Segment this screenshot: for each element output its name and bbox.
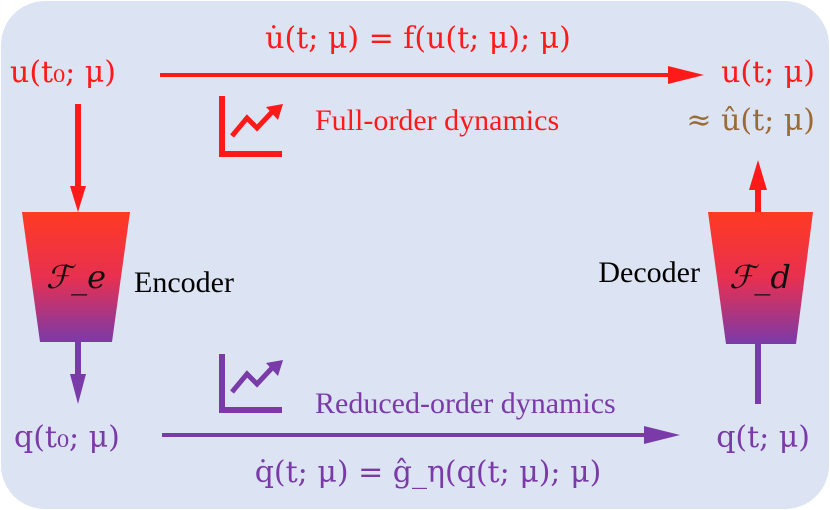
decoder-output-arrow-head	[749, 160, 767, 190]
encoder-input-arrow-head	[70, 186, 86, 212]
reduced-order-label: Reduced-order dynamics	[315, 387, 616, 420]
full-order-final-state: u(t; μ)	[721, 55, 815, 90]
decoder-symbol: ℱ_d	[729, 258, 791, 296]
decoder-trapezoid	[708, 212, 813, 344]
full-order-equation: u̇(t; μ) = f(u(t; μ); μ)	[265, 21, 571, 56]
full-order-label: Full-order dynamics	[315, 104, 559, 137]
full-order-initial-state: u(t₀; μ)	[10, 55, 116, 90]
encoder-output-arrow-head	[70, 374, 86, 404]
encoder-trapezoid	[22, 212, 130, 342]
full-order-arrow-head	[668, 66, 704, 84]
encoder-symbol: ℱ_e	[46, 258, 106, 296]
reduced-order-equation: q̇(t; μ) = ĝ_η(q(t; μ); μ)	[255, 455, 602, 490]
trend-chart-icon	[219, 96, 283, 157]
reduced-order-final-state: q(t; μ)	[716, 420, 810, 455]
full-order-approximation: ≈ û(t; μ)	[686, 103, 815, 138]
decoder-label: Decoder	[598, 256, 700, 289]
reduced-order-initial-state: q(t₀; μ)	[14, 420, 120, 455]
reduced-order-arrow-head	[644, 426, 680, 444]
trend-chart-icon	[219, 354, 283, 413]
encoder-label: Encoder	[134, 266, 234, 299]
